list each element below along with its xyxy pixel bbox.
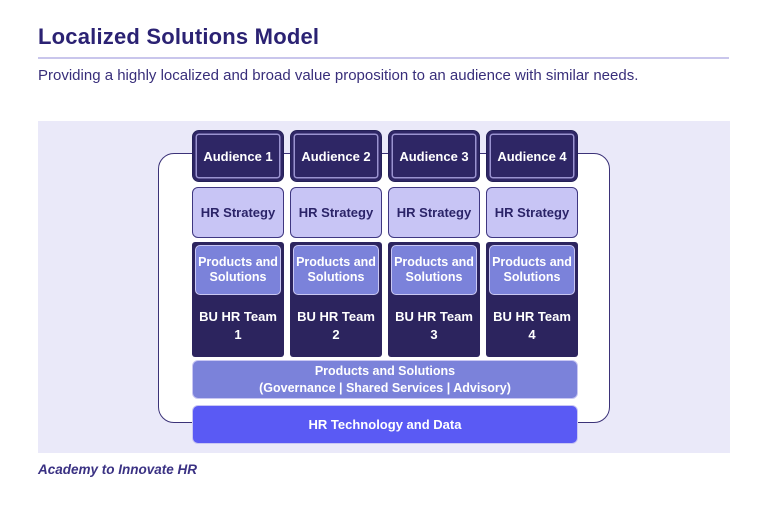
bu-hr-team-line2: 2 xyxy=(332,327,340,342)
products-solutions-box: Products and Solutions xyxy=(391,245,477,295)
audience-column-3: Audience 3 HR Strategy Products and Solu… xyxy=(388,130,480,357)
bu-column-strip: Products and Solutions BU HR Team 1 xyxy=(192,242,284,357)
shared-products-line1: Products and Solutions xyxy=(314,364,456,379)
bu-hr-team-label: BU HR Team 4 xyxy=(486,298,578,354)
audience-column-1: Audience 1 HR Strategy Products and Solu… xyxy=(192,130,284,357)
audience-column-4: Audience 4 HR Strategy Products and Solu… xyxy=(486,130,578,357)
products-solutions-box: Products and Solutions xyxy=(195,245,281,295)
bu-hr-team-line1: BU HR Team xyxy=(395,309,473,325)
bu-hr-team-label: BU HR Team 1 xyxy=(192,298,284,354)
products-solutions-box: Products and Solutions xyxy=(293,245,379,295)
audience-box: Audience 4 xyxy=(486,130,578,182)
hr-strategy-box: HR Strategy xyxy=(192,187,284,238)
shared-products-solutions-bar: Products and Solutions (Governance | Sha… xyxy=(192,360,578,399)
products-solutions-box: Products and Solutions xyxy=(489,245,575,295)
footer-credit: Academy to Innovate HR xyxy=(38,462,198,477)
hr-strategy-box: HR Strategy xyxy=(388,187,480,238)
page-title: Localized Solutions Model xyxy=(38,24,320,49)
bu-column-strip: Products and Solutions BU HR Team 4 xyxy=(486,242,578,357)
shared-products-line2: (Governance | Shared Services | Advisory… xyxy=(259,380,511,395)
bu-hr-team-label: BU HR Team 3 xyxy=(388,298,480,354)
bu-hr-team-line2: 3 xyxy=(430,327,438,342)
audience-box: Audience 2 xyxy=(290,130,382,182)
bu-hr-team-line2: 4 xyxy=(528,327,536,342)
bu-hr-team-line1: BU HR Team xyxy=(493,309,571,325)
bu-hr-team-line1: BU HR Team xyxy=(199,309,277,325)
audience-column-2: Audience 2 HR Strategy Products and Solu… xyxy=(290,130,382,357)
bu-column-strip: Products and Solutions BU HR Team 2 xyxy=(290,242,382,357)
bu-hr-team-line2: 1 xyxy=(234,327,242,342)
audience-box: Audience 1 xyxy=(192,130,284,182)
title-divider xyxy=(38,57,729,59)
hr-strategy-box: HR Strategy xyxy=(290,187,382,238)
bu-hr-team-label: BU HR Team 2 xyxy=(290,298,382,354)
audience-box: Audience 3 xyxy=(388,130,480,182)
hr-strategy-box: HR Strategy xyxy=(486,187,578,238)
bu-hr-team-line1: BU HR Team xyxy=(297,309,375,325)
hr-technology-data-bar: HR Technology and Data xyxy=(192,405,578,444)
bu-column-strip: Products and Solutions BU HR Team 3 xyxy=(388,242,480,357)
page-subtitle: Providing a highly localized and broad v… xyxy=(38,67,639,84)
